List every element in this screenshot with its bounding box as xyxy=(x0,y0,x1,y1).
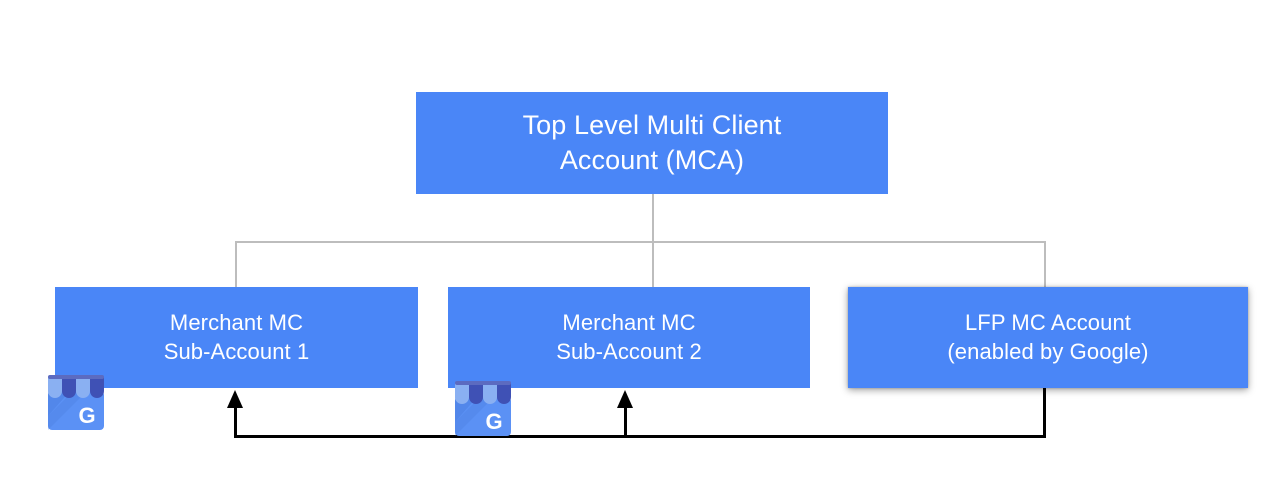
storefront-g-letter: G xyxy=(78,403,95,428)
storefront-g-letter: G xyxy=(485,409,502,434)
google-business-profile-icon: G xyxy=(40,366,112,434)
connector-drop-to-sub2 xyxy=(652,241,654,288)
feed-wire-from-lfp xyxy=(1043,388,1046,437)
connector-horizontal-bus xyxy=(235,241,1046,243)
feed-wire-to-sub2 xyxy=(624,404,627,437)
node-merchant-sub-account-2-label: Merchant MC Sub-Account 2 xyxy=(556,310,702,364)
connector-mca-stem xyxy=(652,194,654,243)
feed-arrowhead-sub1 xyxy=(227,390,243,408)
node-top-level-mca[interactable]: Top Level Multi Client Account (MCA) xyxy=(416,92,888,194)
node-lfp-mc-account-label: LFP MC Account (enabled by Google) xyxy=(947,310,1149,364)
node-lfp-mc-account[interactable]: LFP MC Account (enabled by Google) xyxy=(848,287,1248,388)
feed-arrowhead-sub2 xyxy=(617,390,633,408)
node-merchant-sub-account-1[interactable]: Merchant MC Sub-Account 1 xyxy=(55,287,418,388)
google-business-profile-icon: G xyxy=(447,372,519,440)
connector-drop-to-lfp xyxy=(1044,241,1046,288)
node-top-level-mca-label: Top Level Multi Client Account (MCA) xyxy=(522,110,782,175)
node-merchant-sub-account-1-label: Merchant MC Sub-Account 1 xyxy=(163,310,310,364)
node-merchant-sub-account-2[interactable]: Merchant MC Sub-Account 2 xyxy=(448,287,810,388)
feed-wire-rail xyxy=(234,435,1046,438)
feed-wire-to-sub1 xyxy=(234,404,237,437)
connector-drop-to-sub1 xyxy=(235,241,237,288)
